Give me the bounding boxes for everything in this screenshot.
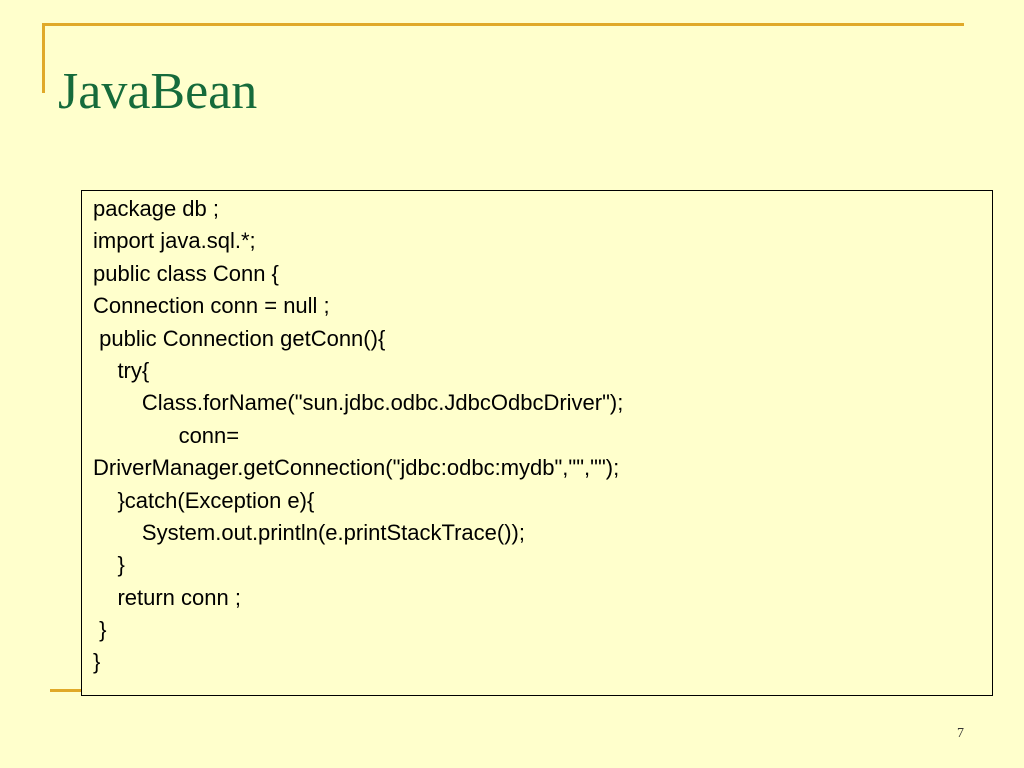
- code-line: Connection conn = null ;: [93, 293, 330, 319]
- code-line: }: [93, 552, 125, 578]
- code-listing-box: package db ; import java.sql.*; public c…: [81, 190, 993, 696]
- code-line: }catch(Exception e){: [93, 487, 315, 513]
- top-accent-rule: [42, 23, 964, 26]
- code-line: }: [93, 649, 101, 675]
- code-line: conn=: [93, 422, 240, 448]
- code-line: try{: [93, 357, 150, 383]
- code-line: System.out.println(e.printStackTrace());: [93, 519, 525, 545]
- code-line: DriverManager.getConnection("jdbc:odbc:m…: [93, 455, 620, 481]
- bottom-accent-rule: [50, 689, 82, 692]
- code-line: }: [93, 617, 107, 643]
- page-number: 7: [957, 726, 964, 741]
- code-line: public class Conn {: [93, 260, 279, 286]
- left-accent-rule: [42, 23, 45, 93]
- code-line: return conn ;: [93, 584, 241, 610]
- code-line: package db ;: [93, 196, 219, 221]
- code-line: import java.sql.*;: [93, 228, 256, 254]
- code-line: Class.forName("sun.jdbc.odbc.JdbcOdbcDri…: [93, 390, 624, 416]
- slide-title: JavaBean: [58, 63, 258, 120]
- code-line: public Connection getConn(){: [93, 325, 386, 351]
